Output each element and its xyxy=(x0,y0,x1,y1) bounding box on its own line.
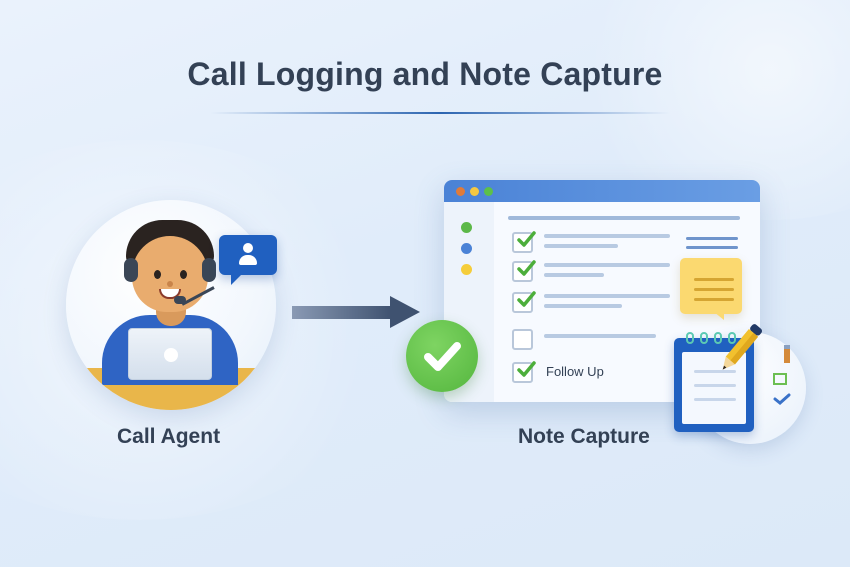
checkmark-icon xyxy=(517,291,536,307)
window-minimize-dot[interactable] xyxy=(470,187,479,196)
arrow-right-icon xyxy=(292,306,392,319)
placeholder-line xyxy=(686,246,738,249)
sticky-line xyxy=(694,288,734,291)
sticky-note-icon xyxy=(680,258,742,320)
notepad-ring xyxy=(686,332,694,344)
laptop-icon xyxy=(128,328,212,380)
placeholder-line xyxy=(686,237,738,240)
sticky-line xyxy=(694,298,734,301)
placeholder-line xyxy=(544,334,656,338)
checkbox-checked[interactable] xyxy=(512,231,536,253)
microphone-icon xyxy=(174,296,186,304)
page-title: Call Logging and Note Capture xyxy=(187,56,663,92)
window-titlebar xyxy=(444,180,760,202)
checkbox-checked[interactable] xyxy=(512,291,536,313)
placeholder-line xyxy=(544,234,670,238)
window-maximize-dot[interactable] xyxy=(484,187,493,196)
note-capture-label: Note Capture xyxy=(518,425,650,448)
placeholder-line xyxy=(544,273,604,277)
sidebar-dot-blue[interactable] xyxy=(461,243,472,254)
notepad-paper xyxy=(682,352,746,424)
mini-checkbox-icon xyxy=(773,373,787,385)
notepad-line xyxy=(694,384,736,387)
checkbox-checked[interactable] xyxy=(512,260,536,282)
agent-nose xyxy=(167,281,173,287)
follow-up-label: Follow Up xyxy=(546,364,604,379)
green-checkmark-icon xyxy=(406,320,478,392)
title-divider xyxy=(210,112,670,114)
arrow-head-icon xyxy=(390,296,420,328)
header-placeholder-line xyxy=(508,216,740,220)
agent-illustration xyxy=(66,200,276,410)
placeholder-line xyxy=(544,263,670,267)
pencil-icon xyxy=(722,324,763,370)
sidebar-dot-yellow[interactable] xyxy=(461,264,472,275)
agent-eye xyxy=(154,270,161,279)
mini-pencil-icon xyxy=(784,345,790,363)
placeholder-line xyxy=(544,304,622,308)
agent-eye xyxy=(180,270,187,279)
placeholder-line xyxy=(544,244,618,248)
laptop-logo xyxy=(164,348,178,362)
sidebar-dot-green[interactable] xyxy=(461,222,472,233)
notepad-ring xyxy=(700,332,708,344)
window-close-dot[interactable] xyxy=(456,187,465,196)
user-chat-bubble-icon xyxy=(219,235,277,285)
checkbox-unchecked[interactable] xyxy=(512,329,533,350)
checkbox-checked[interactable] xyxy=(512,361,536,383)
notepad-ring xyxy=(714,332,722,344)
notepad-ring xyxy=(728,332,736,344)
checkmark-icon xyxy=(517,260,536,276)
headset-left-icon xyxy=(124,258,138,282)
agent-head xyxy=(132,236,208,312)
check-glyph xyxy=(424,342,461,371)
notepad-line xyxy=(694,370,736,373)
mini-check-icon xyxy=(773,393,791,405)
checkmark-icon xyxy=(517,361,536,377)
checkmark-icon xyxy=(517,231,536,247)
notepad-line xyxy=(694,398,736,401)
call-agent-label: Call Agent xyxy=(117,425,221,448)
person-icon xyxy=(239,243,257,267)
headset-right-icon xyxy=(202,258,216,282)
placeholder-line xyxy=(544,294,670,298)
sticky-line xyxy=(694,278,734,281)
